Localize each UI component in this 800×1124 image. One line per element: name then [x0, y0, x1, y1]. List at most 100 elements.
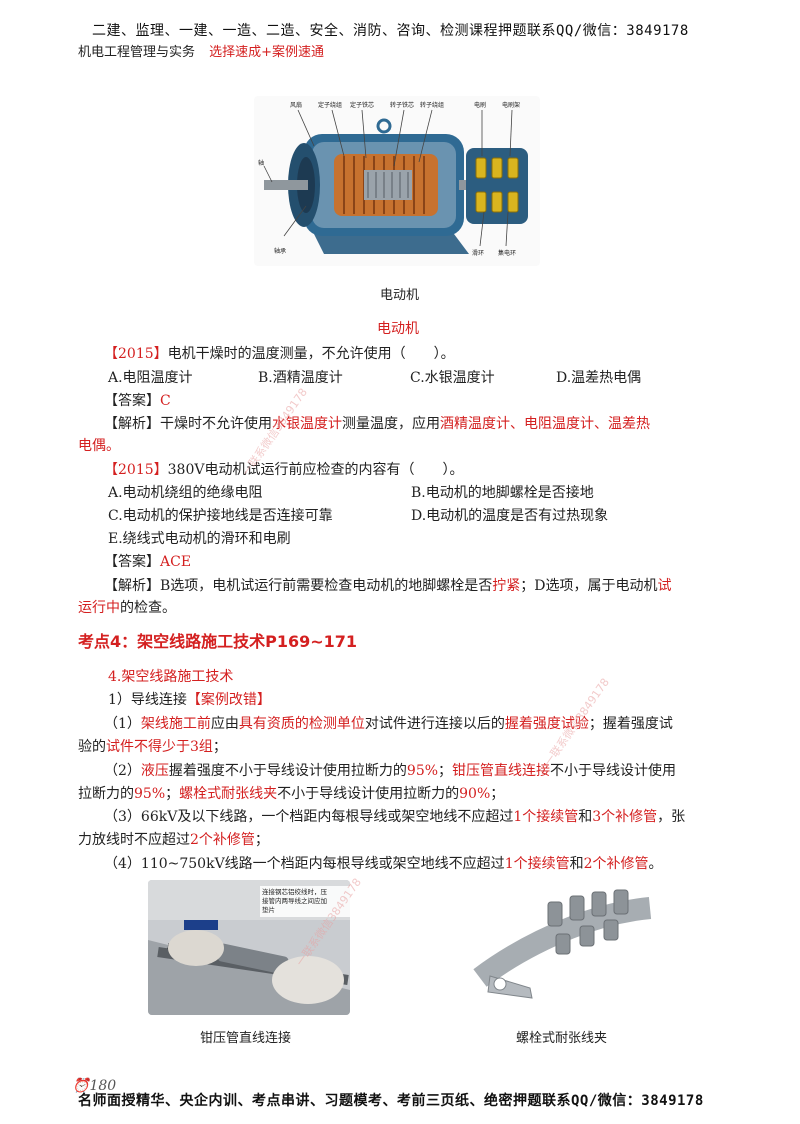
p3-b: 1个接续管	[513, 809, 579, 825]
q2-analysis-d: 试	[657, 578, 672, 594]
para3-line1: （3）66kV及以下线路，一个档距内每根导线或架空地线不应超过1个接续管和3个补…	[104, 806, 685, 826]
clock-icon: ⏰	[72, 1078, 90, 1094]
q1-option-b: B.酒精温度计	[258, 370, 343, 386]
p2-i: 95%	[134, 786, 166, 802]
q1-answer-tag: 【答案】	[104, 393, 160, 409]
para4-line1: （4）110~750kV线路一个档距内每根导线或架空地线不应超过1个接续管和2个…	[104, 853, 663, 873]
p3-d: 3个补修管	[592, 809, 658, 825]
q2-stem-text: 380V电动机试运行前应检查的内容有（ ）。	[167, 462, 464, 478]
p4-a: （4）110~750kV线路一个档距内每根导线或架空地线不应超过	[104, 856, 505, 872]
p1-b: 架线施工前	[140, 716, 211, 732]
q2-answer-value: ACE	[160, 554, 192, 570]
q1-stem: 【2015】电机干燥时的温度测量，不允许使用（ ）。	[104, 343, 455, 363]
p2-c: 握着强度不小于导线设计使用拉断力的	[168, 763, 407, 779]
p2-j: ；	[165, 786, 180, 802]
para3-line2: 力放线时不应超过2个补修管；	[78, 829, 269, 849]
motor-label-rotor-core: 转子铁芯	[390, 102, 415, 109]
item1-tag: 【案例改错】	[186, 692, 271, 708]
q1-analysis-a: 干燥时不允许使用	[160, 416, 272, 432]
p1-f: 握着强度试验	[504, 716, 589, 732]
motor-label-collector-ring: 集电环	[498, 250, 517, 257]
para1-line2: 验的试件不得少于3组；	[78, 736, 227, 756]
motor-label-stator-winding: 定子绕组	[318, 102, 343, 109]
p1-e: 对试件进行连接以后的	[364, 716, 505, 732]
q1-answer-value: C	[160, 393, 171, 409]
motor-label-shaft: 轴	[258, 160, 265, 167]
p2-n: ；	[490, 786, 505, 802]
p2-f: 钳压管直线连接	[452, 763, 551, 779]
q2-option-a: A.电动机绕组的绝缘电阻	[108, 485, 263, 501]
motor-label-rotor-winding: 转子绕组	[420, 102, 445, 109]
q2-analysis-f: 的检查。	[120, 600, 176, 616]
motor-label-brush: 电刷	[474, 102, 487, 109]
q2-analysis-c: ；D选项，属于电动机	[520, 578, 658, 594]
q2-analysis-e: 运行中	[78, 600, 120, 616]
item1: 1）导线连接【案例改错】	[108, 689, 271, 709]
q1-analysis-b: 水银温度计	[272, 416, 342, 432]
p2-k: 螺栓式耐张线夹	[179, 786, 278, 802]
p1-a: （1）	[104, 716, 141, 732]
q1-option-c: C.水银温度计	[410, 370, 495, 386]
header-top-line: 二建、监理、一建、一造、二造、安全、消防、咨询、检测课程押题联系QQ/微信：38…	[92, 23, 689, 39]
section-title: 电动机	[377, 321, 419, 337]
motor-label-fan: 风扇	[290, 102, 303, 109]
p1-c: 应由	[210, 716, 239, 732]
p4-d: 2个补修管	[583, 856, 649, 872]
crimp-sleeve-photo: 连接钢芯铝绞线时，压 接管内两导线之间应加 垫片	[148, 880, 350, 1015]
q2-analysis-cont: 运行中的检查。	[78, 597, 176, 617]
p2-e: ；	[438, 763, 453, 779]
p3-a: （3）66kV及以下线路，一个档距内每根导线或架空地线不应超过	[104, 809, 514, 825]
q1-stem-text: 电机干燥时的温度测量，不允许使用（ ）。	[167, 346, 455, 362]
p2-g: 不小于导线设计使用	[550, 763, 677, 779]
p1-i: 试件不得少于3组	[106, 739, 213, 755]
q1-option-a: A.电阻温度计	[108, 370, 193, 386]
p3-h: ；	[254, 832, 269, 848]
motor-label-bearing: 轴承	[274, 248, 287, 255]
q2-year-tag: 【2015】	[104, 462, 168, 478]
para1-line1: （1）架线施工前应由具有资质的检测单位对试件进行连接以后的握着强度试验；握着强度…	[104, 713, 673, 733]
q1-option-d: D.温差热电偶	[556, 370, 642, 386]
p1-d: 具有资质的检测单位	[238, 716, 365, 732]
q2-option-d: D.电动机的温度是否有过热现象	[411, 508, 609, 524]
crimp-note-line2: 接管内两导线之间应加	[262, 897, 327, 905]
book-tag: 选择速成+案例速通	[209, 45, 325, 60]
q1-analysis-tag: 【解析】	[104, 416, 160, 432]
q2-analysis-a: B选项，电机试运行前需要检查电动机的地脚螺栓是否	[160, 578, 493, 594]
p4-c: 和	[569, 856, 584, 872]
item1-label: 1）导线连接	[108, 692, 187, 708]
p2-l: 不小于导线设计使用拉断力的	[277, 786, 460, 802]
motor-label-stator-core: 定子铁芯	[350, 102, 375, 109]
kaodian-heading: 考点4：架空线路施工技术P169~171	[78, 632, 358, 651]
p1-h: 验的	[78, 739, 106, 755]
p3-f: 力放线时不应超过	[78, 832, 190, 848]
q2-option-b: B.电动机的地脚螺栓是否接地	[411, 485, 594, 501]
q2-analysis: 【解析】B选项，电机试运行前需要检查电动机的地脚螺栓是否拧紧；D选项，属于电动机…	[104, 575, 672, 595]
page-number-text: 180	[89, 1078, 117, 1094]
q2-answer-tag: 【答案】	[104, 554, 160, 570]
motor-label-brush-holder: 电刷架	[502, 102, 521, 109]
q2-option-e: E.绕线式电动机的滑环和电刷	[108, 531, 291, 547]
q1-analysis: 【解析】干燥时不允许使用水银温度计测量温度，应用酒精温度计、电阻温度计、温差热	[104, 413, 650, 433]
q1-year-tag: 【2015】	[104, 346, 168, 362]
para2-line1: （2）液压握着强度不小于导线设计使用拉断力的95%；钳压管直线连接不小于导线设计…	[104, 760, 676, 780]
p4-e: 。	[648, 856, 663, 872]
crimp-note-line1: 连接钢芯铝绞线时，压	[262, 888, 327, 896]
book-title: 机电工程管理与实务 选择速成+案例速通	[78, 41, 324, 60]
p2-b: 液压	[140, 763, 169, 779]
sub-title: 4.架空线路施工技术	[108, 669, 234, 685]
clamp-illustration	[473, 889, 652, 999]
para2-line2: 拉断力的95%；螺栓式耐张线夹不小于导线设计使用拉断力的90%；	[78, 783, 504, 803]
photo-left-caption: 钳压管直线连接	[200, 1031, 292, 1046]
p2-h: 拉断力的	[78, 786, 134, 802]
q1-answer: 【答案】C	[104, 390, 171, 410]
q2-answer: 【答案】ACE	[104, 551, 191, 571]
p3-c: 和	[578, 809, 593, 825]
p3-g: 2个补修管	[190, 832, 255, 848]
figure1-caption: 电动机	[380, 288, 420, 303]
photo-right-caption: 螺栓式耐张线夹	[516, 1031, 608, 1046]
q1-analysis-d: 酒精温度计、电阻温度计、温差热	[440, 416, 650, 432]
crimp-note: 连接钢芯铝绞线时，压 接管内两导线之间应加 垫片	[260, 886, 350, 917]
q2-option-c: C.电动机的保护接地线是否连接可靠	[108, 508, 333, 524]
q1-analysis-c: 测量温度，应用	[342, 416, 440, 432]
p2-d: 95%	[406, 763, 439, 779]
